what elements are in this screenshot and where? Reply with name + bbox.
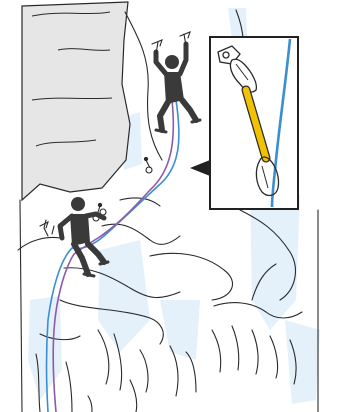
inset-pointer (190, 160, 210, 176)
quickdraw-detail-inset (210, 37, 298, 209)
rock-face (22, 2, 130, 200)
ice-axe-icon (40, 220, 54, 236)
